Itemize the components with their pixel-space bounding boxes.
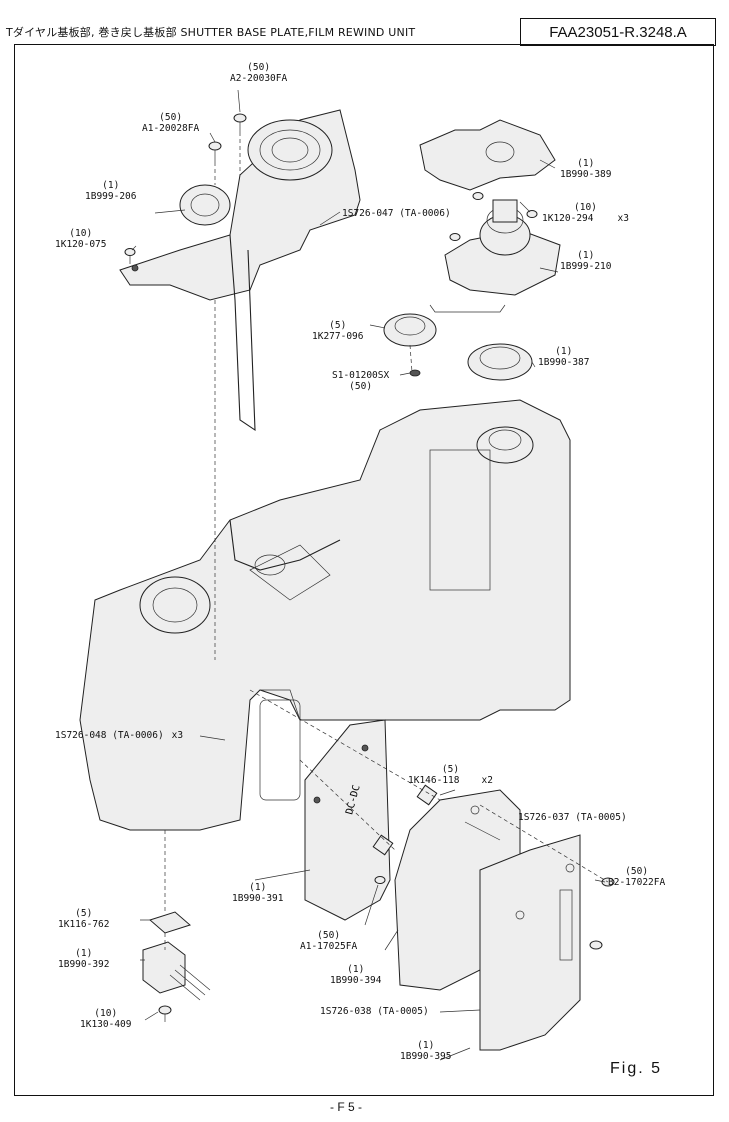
callout-1k120-075: (10)1K120-075	[55, 228, 107, 250]
screw-a2-20030fa	[233, 113, 247, 132]
rewind-unit-1b999-210	[444, 199, 561, 296]
camera-body	[79, 399, 571, 831]
callout-1b990-387: (1)1B990-387	[538, 346, 590, 368]
callout-1b990-389: (1)1B990-389	[560, 158, 612, 180]
callout-b2-17022fa: (50)B2-17022FA	[608, 866, 666, 888]
callout-a1-17025fa: (50)A1-17025FA	[300, 930, 358, 952]
screw-b2-17022fa	[589, 877, 615, 950]
callout-1b990-391: (1)1B990-391	[232, 882, 284, 904]
callout-1k277-096: (5)1K277-096	[312, 320, 364, 342]
callout-1b990-392: (1)1B990-392	[58, 948, 110, 970]
callout-1b999-210: (1)1B999-210	[560, 250, 612, 272]
callout-1s726-047: 1S726-047 (TA-0006)	[342, 208, 451, 219]
callout-1s726-048: 1S726-048 (TA-0006)x3	[55, 730, 184, 741]
rewind-plate-1b990-389	[419, 119, 556, 191]
board-1b990-395	[479, 834, 581, 1051]
pad-1k116-762	[149, 911, 191, 934]
callout-a2-20030fa: (50)A2-20030FA	[230, 62, 288, 84]
callout-1b990-395: (1)1B990-395	[400, 1040, 452, 1062]
screw-a1-17025fa	[374, 876, 386, 884]
document-code: FAA23051-R.3248.A	[520, 18, 716, 46]
callout-1s726-037: 1S726-037 (TA-0005)	[518, 812, 627, 823]
drawing-frame	[14, 44, 714, 1096]
callout-1b990-394: (1)1B990-394	[330, 964, 382, 986]
washer-s1-01200sx	[409, 369, 421, 377]
screws-1k120-294	[449, 192, 538, 241]
header-title: Tダイヤル基板部, 巻き戻し基板部 SHUTTER BASE PLATE,FIL…	[6, 26, 416, 39]
shutter-base-plate	[119, 109, 361, 432]
figure-label: Fig. 5	[610, 1060, 663, 1077]
screw-1k130-409	[158, 1005, 172, 1022]
gear-1b990-387	[467, 343, 533, 381]
dc-dc-board-1b990-391: DC-DC	[304, 719, 391, 921]
callout-a1-20028fa: (50)A1-20028FA	[142, 112, 200, 134]
callout-1k130-409: (10)1K130-409	[80, 1008, 132, 1030]
page-number: - F 5 -	[330, 1100, 362, 1114]
screw-1k120-075	[124, 248, 136, 264]
callout-1b999-206: (1)1B999-206	[85, 180, 137, 202]
callout-1k116-762: (5)1K116-762	[58, 908, 110, 930]
gear-1k277-096	[383, 313, 437, 347]
spacers-1k146-118	[372, 784, 438, 856]
callout-1s726-038: 1S726-038 (TA-0005)	[320, 1006, 429, 1017]
sensor-1b990-392	[142, 941, 211, 1001]
callout-s1-01200sx: S1-01200SX(50)	[332, 370, 390, 392]
screw-a1-20028fa	[208, 141, 222, 162]
